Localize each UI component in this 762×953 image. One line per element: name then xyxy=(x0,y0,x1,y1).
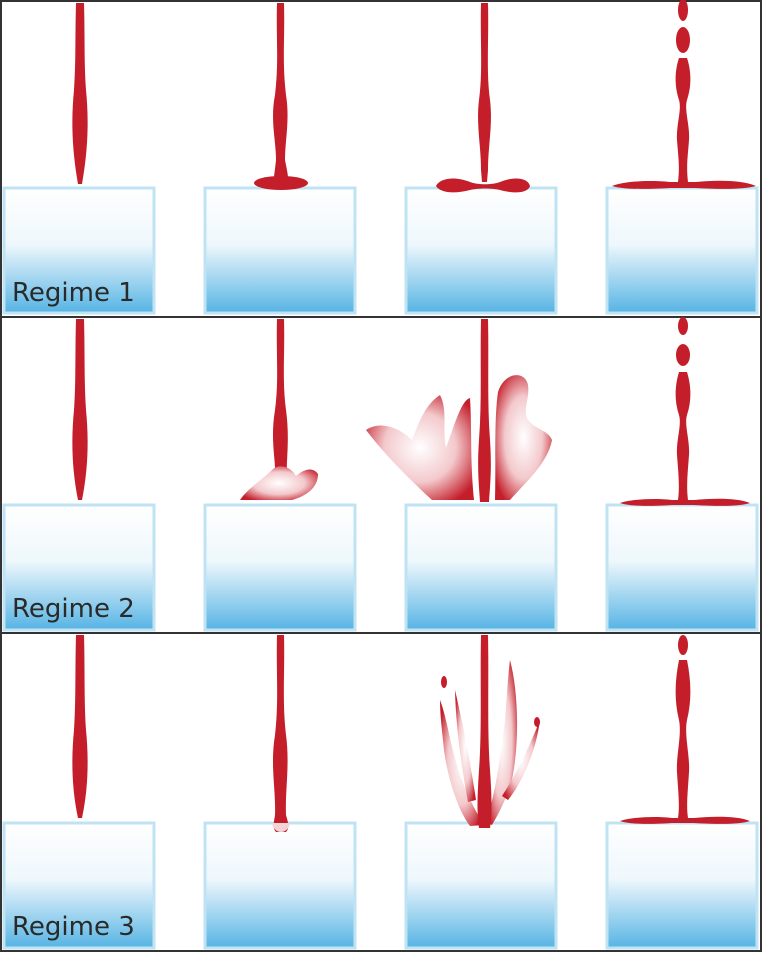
regime-2-jets xyxy=(72,317,750,506)
droplet xyxy=(678,317,688,335)
impact-drop xyxy=(254,176,308,190)
regime-1-containers xyxy=(2,186,759,315)
splash-crown xyxy=(502,720,540,800)
water-container xyxy=(605,503,759,632)
liquid-jet xyxy=(272,635,289,832)
impact-sheet xyxy=(612,180,756,189)
droplet xyxy=(441,676,447,688)
water-container xyxy=(203,186,357,315)
liquid-jet xyxy=(675,660,691,818)
impact-sheet xyxy=(620,816,750,824)
water-container xyxy=(2,186,156,315)
liquid-jet xyxy=(675,58,691,182)
liquid-jet xyxy=(72,319,88,500)
droplet xyxy=(678,0,688,21)
liquid-jet xyxy=(72,3,88,184)
regime-3-jets xyxy=(72,635,750,832)
water-container xyxy=(404,821,558,950)
splash-crown xyxy=(366,395,474,500)
splash-crown xyxy=(440,700,484,826)
liquid-jet xyxy=(273,3,288,178)
impact-sheet xyxy=(436,178,530,193)
splash-crown xyxy=(240,466,318,500)
panel-regime-3 xyxy=(0,632,762,952)
water-container xyxy=(2,821,156,950)
liquid-jet xyxy=(72,635,88,818)
liquid-jet xyxy=(272,319,288,475)
liquid-jet xyxy=(478,3,491,182)
liquid-jet xyxy=(477,635,492,828)
regime-2-label: Regime 2 xyxy=(12,594,135,624)
water-container xyxy=(203,503,357,632)
water-container xyxy=(2,503,156,632)
regime-3-containers xyxy=(2,821,759,950)
cavity xyxy=(272,823,290,832)
splash-crown xyxy=(486,660,518,825)
regime-1-label: Regime 1 xyxy=(12,278,135,308)
droplet xyxy=(534,717,540,727)
water-container xyxy=(605,186,759,315)
regime-2-containers xyxy=(2,503,759,632)
water-container xyxy=(605,821,759,950)
splash-crown xyxy=(495,375,552,500)
splash-crown xyxy=(455,690,476,802)
water-container xyxy=(404,503,558,632)
droplet xyxy=(676,27,690,53)
droplet xyxy=(676,344,690,366)
regime-1-jets xyxy=(72,0,756,193)
water-container xyxy=(203,821,357,950)
droplet xyxy=(678,635,688,655)
liquid-jet xyxy=(478,319,491,502)
water-container xyxy=(404,186,558,315)
liquid-jet xyxy=(675,372,691,500)
regime-3-label: Regime 3 xyxy=(12,912,135,942)
impact-sheet xyxy=(620,498,750,506)
